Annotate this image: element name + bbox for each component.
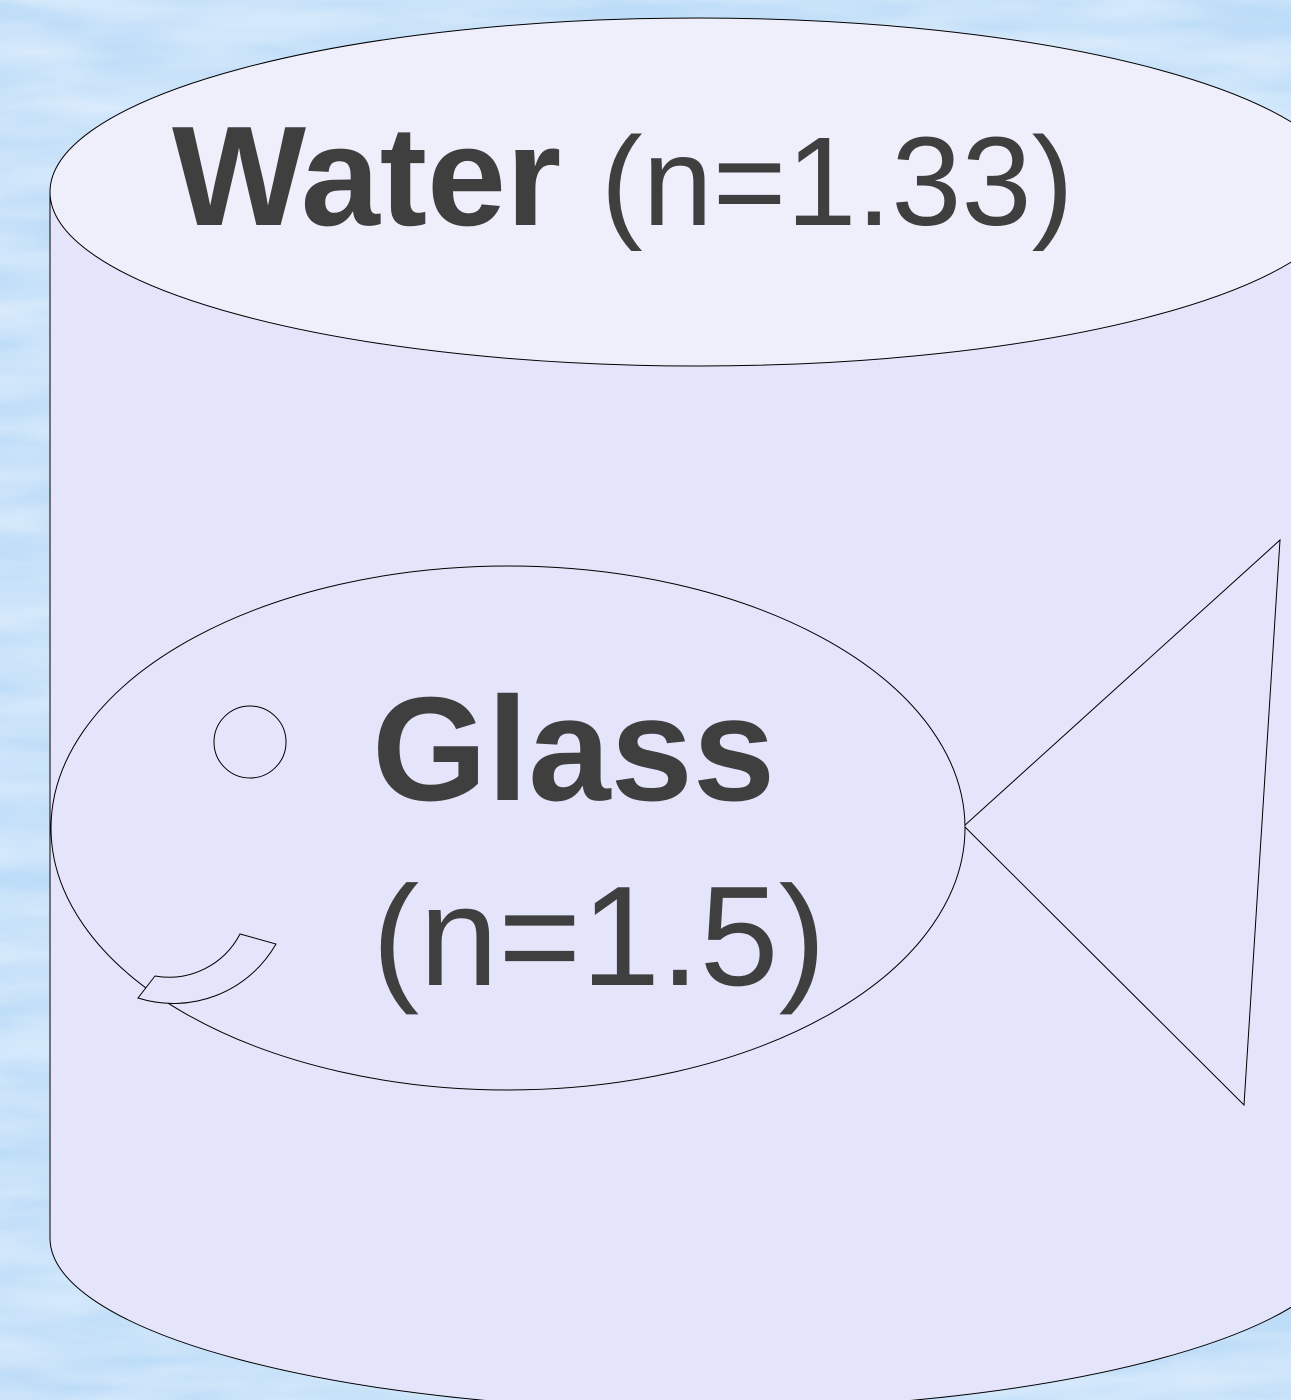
water-label: Water (n=1.33) xyxy=(172,106,1074,248)
fish-mouth xyxy=(137,933,277,1004)
fish-eye xyxy=(213,705,287,779)
water-name: Water xyxy=(172,97,562,256)
glass-refractive-index: (n=1.5) xyxy=(372,857,826,1016)
glass-name: Glass xyxy=(372,667,776,832)
water-cylinder-top xyxy=(49,17,1291,367)
fish-body xyxy=(50,565,966,1091)
water-refractive-index: (n=1.33) xyxy=(600,111,1074,252)
water-cylinder-bottom-edge xyxy=(49,1237,1291,1400)
fish-tail xyxy=(963,538,1281,1107)
